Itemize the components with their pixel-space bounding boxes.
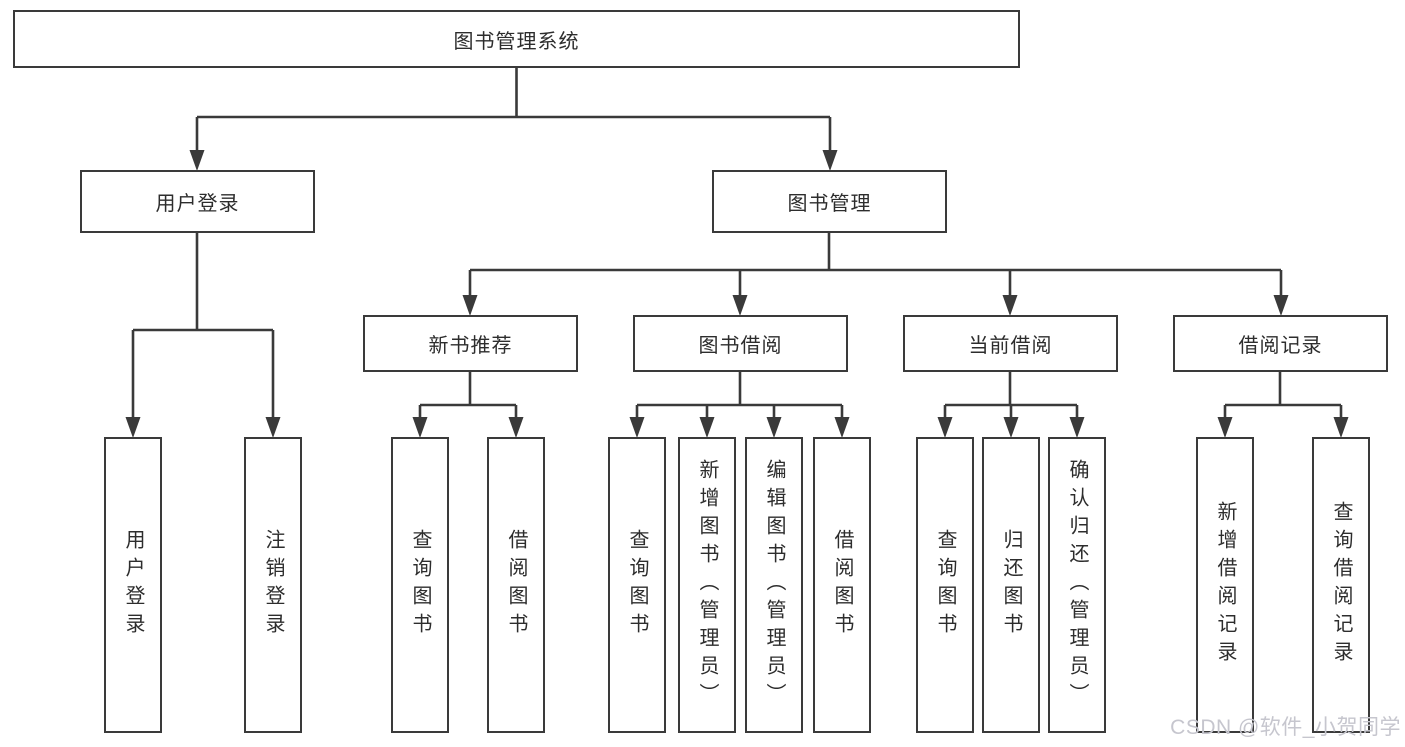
node-new-book-recommend: 新书推荐 bbox=[363, 315, 578, 372]
leaf-label: 查询图书 bbox=[626, 529, 648, 641]
leaf-label: 借阅图书 bbox=[505, 529, 527, 641]
node-book-management: 图书管理 bbox=[712, 170, 947, 233]
leaf-query-books-borrowing: 查询图书 bbox=[608, 437, 666, 733]
arrowheads bbox=[125, 150, 1349, 438]
leaf-label: 编辑图书（管理员） bbox=[763, 459, 785, 711]
node-user-login: 用户登录 bbox=[80, 170, 315, 233]
node-user-login-label: 用户登录 bbox=[155, 193, 240, 215]
leaf-add-borrow-record: 新增借阅记录 bbox=[1196, 437, 1254, 733]
leaf-label: 新增图书（管理员） bbox=[696, 459, 718, 711]
leaf-confirm-return-admin: 确认归还（管理员） bbox=[1048, 437, 1106, 733]
leaf-label: 查询借阅记录 bbox=[1330, 501, 1352, 669]
leaf-label: 查询图书 bbox=[409, 529, 431, 641]
node-root: 图书管理系统 bbox=[13, 10, 1020, 68]
connector-path bbox=[131, 68, 1343, 421]
leaf-borrow-books-borrowing: 借阅图书 bbox=[813, 437, 871, 733]
node-borrowing-records-label: 借阅记录 bbox=[1238, 335, 1323, 357]
leaf-label: 查询图书 bbox=[934, 529, 956, 641]
leaf-label: 确认归还（管理员） bbox=[1066, 459, 1088, 711]
leaf-logout: 注销登录 bbox=[244, 437, 302, 733]
node-current-borrowing-label: 当前借阅 bbox=[968, 335, 1053, 357]
leaf-add-book-admin: 新增图书（管理员） bbox=[678, 437, 736, 733]
leaf-user-login: 用户登录 bbox=[104, 437, 162, 733]
watermark-text: CSDN @软件_小贺同学 bbox=[1170, 716, 1401, 739]
leaf-label: 用户登录 bbox=[122, 529, 144, 641]
leaf-borrow-books-recommend: 借阅图书 bbox=[487, 437, 545, 733]
leaf-query-books-recommend: 查询图书 bbox=[391, 437, 449, 733]
leaf-label: 新增借阅记录 bbox=[1214, 501, 1236, 669]
leaf-label: 借阅图书 bbox=[831, 529, 853, 641]
node-root-label: 图书管理系统 bbox=[453, 30, 580, 53]
leaf-label: 归还图书 bbox=[1000, 529, 1022, 641]
node-borrowing-records: 借阅记录 bbox=[1173, 315, 1388, 372]
node-book-management-label: 图书管理 bbox=[787, 193, 872, 215]
leaf-edit-book-admin: 编辑图书（管理员） bbox=[745, 437, 803, 733]
leaf-label: 注销登录 bbox=[262, 529, 284, 641]
node-book-borrowing-label: 图书借阅 bbox=[698, 335, 783, 357]
node-new-book-recommend-label: 新书推荐 bbox=[428, 335, 513, 357]
node-book-borrowing: 图书借阅 bbox=[633, 315, 848, 372]
leaf-query-books-current: 查询图书 bbox=[916, 437, 974, 733]
node-current-borrowing: 当前借阅 bbox=[903, 315, 1118, 372]
leaf-query-borrow-record: 查询借阅记录 bbox=[1312, 437, 1370, 733]
leaf-return-book: 归还图书 bbox=[982, 437, 1040, 733]
